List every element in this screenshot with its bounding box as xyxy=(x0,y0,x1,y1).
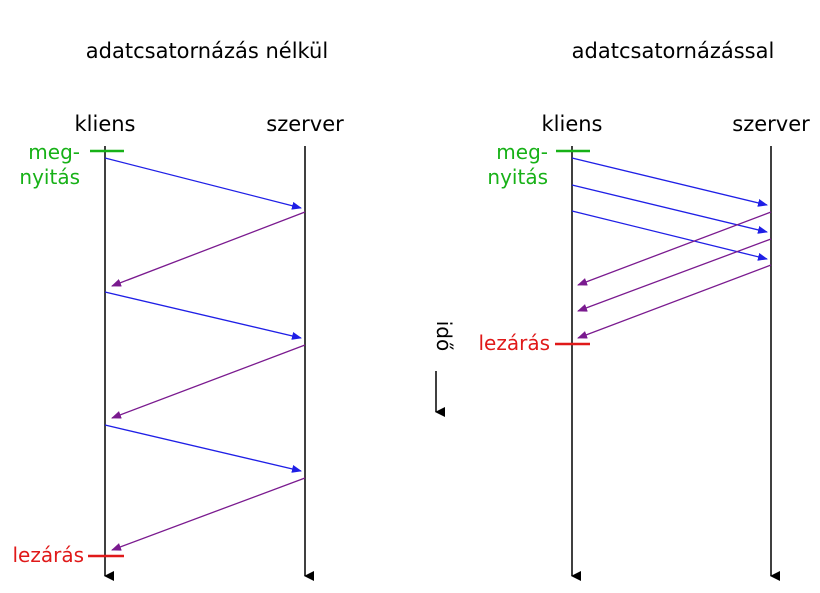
right-title: adatcsatornázással xyxy=(572,39,775,63)
time-label: idő xyxy=(432,321,456,352)
left-open-label-2: nyitás xyxy=(19,165,80,189)
left-open-label-1: meg- xyxy=(28,140,80,164)
left-title: adatcsatornázás nélkül xyxy=(86,39,328,63)
left-request-arrow-3 xyxy=(104,424,302,473)
right-client-label: kliens xyxy=(541,112,602,136)
time-axis: idő xyxy=(432,321,456,417)
left-server-label: szerver xyxy=(266,112,344,136)
right-response-arrow-1 xyxy=(577,211,772,286)
left-request-arrow-2 xyxy=(104,291,302,340)
left-client-label: kliens xyxy=(74,112,135,136)
right-request-arrow-2 xyxy=(571,184,768,234)
right-request-arrow-1 xyxy=(571,157,768,207)
left-response-arrow-3 xyxy=(111,477,306,551)
left-close-label: lezárás xyxy=(12,543,84,567)
left-diagram: adatcsatornázás nélkül kliens szerver me… xyxy=(12,39,344,581)
right-diagram: adatcsatornázással kliens szerver meg- n… xyxy=(478,39,810,581)
right-response-arrow-3 xyxy=(577,264,772,339)
right-response-arrow-2 xyxy=(577,238,772,312)
left-request-arrow-1 xyxy=(104,157,302,210)
left-response-arrow-2 xyxy=(111,344,306,419)
left-response-arrow-1 xyxy=(111,211,306,287)
right-request-arrow-3 xyxy=(571,210,768,261)
right-open-label-1: meg- xyxy=(496,140,548,164)
right-close-label: lezárás xyxy=(478,331,550,355)
right-open-label-2: nyitás xyxy=(487,165,548,189)
right-server-label: szerver xyxy=(732,112,810,136)
